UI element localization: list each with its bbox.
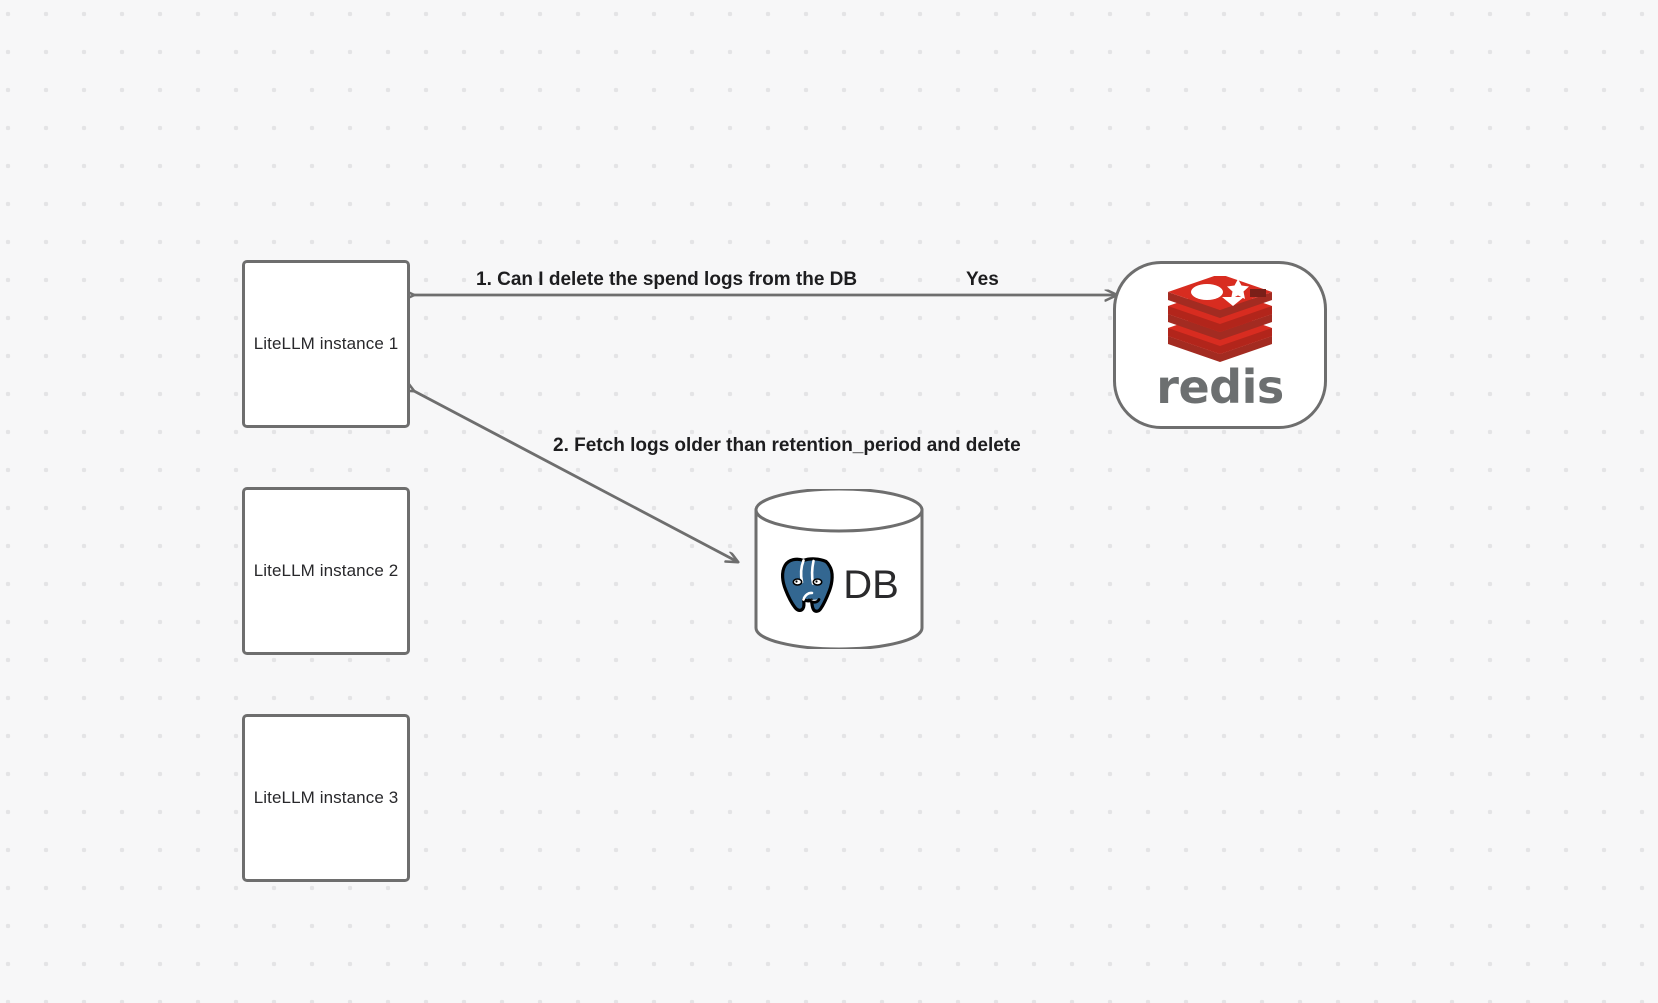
node-litellm-instance-2[interactable]: LiteLLM instance 2 <box>242 487 410 655</box>
redis-logo: redis <box>1156 276 1284 414</box>
node-label: LiteLLM instance 1 <box>253 334 399 353</box>
node-label: LiteLLM instance 3 <box>253 788 399 807</box>
db-label: DB <box>843 563 899 607</box>
node-redis[interactable]: redis <box>1113 261 1327 429</box>
node-label: LiteLLM instance 2 <box>253 561 399 580</box>
node-litellm-instance-3[interactable]: LiteLLM instance 3 <box>242 714 410 882</box>
postgresql-elephant-icon <box>781 557 834 613</box>
redis-stack-icon <box>1168 276 1272 362</box>
redis-wordmark: redis <box>1156 360 1284 414</box>
edge-label-1-reply: Yes <box>966 269 999 290</box>
node-litellm-instance-1[interactable]: LiteLLM instance 1 <box>242 260 410 428</box>
node-database[interactable]: DB <box>753 489 925 649</box>
db-cylinder-shape <box>754 489 924 649</box>
edge-litellm1-db <box>414 391 738 562</box>
edge-label-2: 2. Fetch logs older than retention_perio… <box>553 435 1021 456</box>
edge-label-1: 1. Can I delete the spend logs from the … <box>476 269 858 290</box>
